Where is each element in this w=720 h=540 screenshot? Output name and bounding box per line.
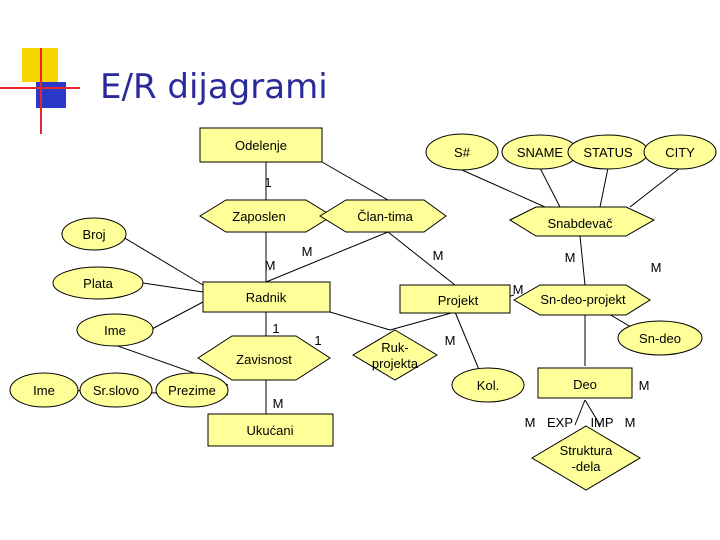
- page-title: E/R dijagrami: [100, 67, 328, 107]
- relationship-struktura-dela[interactable]: Struktura -dela: [531, 425, 641, 491]
- entity-deo[interactable]: Deo: [537, 367, 633, 399]
- role-label-imp: IMP: [590, 415, 613, 430]
- entity-ukucani[interactable]: Ukućani: [207, 413, 334, 447]
- attribute-ime[interactable]: Ime: [76, 313, 154, 347]
- entity-projekt-label: Projekt: [438, 293, 479, 308]
- slide-logo: [0, 48, 80, 134]
- attribute-prezime-label: Prezime: [168, 383, 216, 398]
- attribute-kol-label: Kol.: [477, 378, 499, 393]
- attribute-sr-slovo[interactable]: Sr.slovo: [79, 372, 153, 408]
- entity-odelenje-label: Odelenje: [235, 138, 287, 153]
- attribute-prezime[interactable]: Prezime: [155, 372, 229, 408]
- attribute-city-label: CITY: [665, 145, 695, 160]
- attribute-broj-label: Broj: [82, 227, 105, 242]
- attribute-sn-deo-label: Sn-deo: [639, 331, 681, 346]
- entity-projekt[interactable]: Projekt: [399, 284, 511, 314]
- relationship-zaposlen-label: Zaposlen: [232, 209, 285, 224]
- cardinality-label: M: [651, 260, 662, 275]
- attribute-ime-ukucani[interactable]: Ime: [9, 372, 79, 408]
- cardinality-label: M: [513, 282, 524, 297]
- attribute-kol[interactable]: Kol.: [451, 367, 525, 403]
- relationship-ruk-projekta[interactable]: Ruk- projekta: [352, 329, 438, 381]
- attribute-city[interactable]: CITY: [643, 134, 717, 170]
- relationship-snabdevac[interactable]: Snabdevač: [508, 206, 656, 237]
- entity-deo-label: Deo: [573, 377, 597, 392]
- relationship-clan-tima-label: Član-tima: [357, 209, 413, 224]
- relationship-zaposlen[interactable]: Zaposlen: [199, 199, 333, 233]
- cardinality-label: M: [639, 378, 650, 393]
- cardinality-label: M: [525, 415, 536, 430]
- cardinality-label: M: [302, 244, 313, 259]
- cardinality-labels: 1 M M M M M M 1 1 M M M M EXP IMP M: [264, 175, 661, 430]
- attribute-s-num[interactable]: S#: [425, 133, 499, 171]
- relationship-clan-tima[interactable]: Član-tima: [319, 199, 447, 233]
- relationship-ruk-projekta-label-2: projekta: [372, 356, 419, 371]
- attribute-plata-label: Plata: [83, 276, 113, 291]
- cardinality-label: 1: [264, 175, 271, 190]
- entity-radnik[interactable]: Radnik: [202, 281, 331, 313]
- entity-odelenje[interactable]: Odelenje: [199, 127, 323, 163]
- relationship-zavisnost[interactable]: Zavisnost: [197, 335, 331, 381]
- cardinality-label: 1: [314, 333, 321, 348]
- relationship-snabdevac-label: Snabdevač: [547, 216, 613, 231]
- attribute-ime-label: Ime: [104, 323, 126, 338]
- relationship-sn-deo-projekt-label: Sn-deo-projekt: [540, 292, 626, 307]
- attribute-sname[interactable]: SNAME: [501, 134, 579, 170]
- attribute-status-label: STATUS: [583, 145, 633, 160]
- cardinality-label: M: [265, 258, 276, 273]
- cardinality-label: M: [445, 333, 456, 348]
- cardinality-label: M: [273, 396, 284, 411]
- entity-ukucani-label: Ukućani: [247, 423, 294, 438]
- cardinality-label: 1: [272, 321, 279, 336]
- relationship-sn-deo-projekt[interactable]: Sn-deo-projekt: [512, 284, 651, 316]
- attribute-sr-slovo-label: Sr.slovo: [93, 383, 139, 398]
- attribute-sn-deo[interactable]: Sn-deo: [617, 320, 703, 356]
- attribute-sname-label: SNAME: [517, 145, 564, 160]
- attribute-status[interactable]: STATUS: [567, 134, 649, 170]
- relationship-ruk-projekta-label-1: Ruk-: [381, 340, 408, 355]
- relationship-struktura-label-1: Struktura: [560, 443, 614, 458]
- relationship-zavisnost-label: Zavisnost: [236, 352, 292, 367]
- relationship-struktura-label-2: -dela: [572, 459, 602, 474]
- cardinality-label: M: [565, 250, 576, 265]
- role-label-exp: EXP: [547, 415, 573, 430]
- attribute-ime-ukucani-label: Ime: [33, 383, 55, 398]
- attribute-plata[interactable]: Plata: [52, 266, 144, 300]
- attribute-broj[interactable]: Broj: [61, 217, 127, 251]
- cardinality-label: M: [433, 248, 444, 263]
- entity-radnik-label: Radnik: [246, 290, 287, 305]
- attribute-s-num-label: S#: [454, 145, 471, 160]
- cardinality-label: M: [625, 415, 636, 430]
